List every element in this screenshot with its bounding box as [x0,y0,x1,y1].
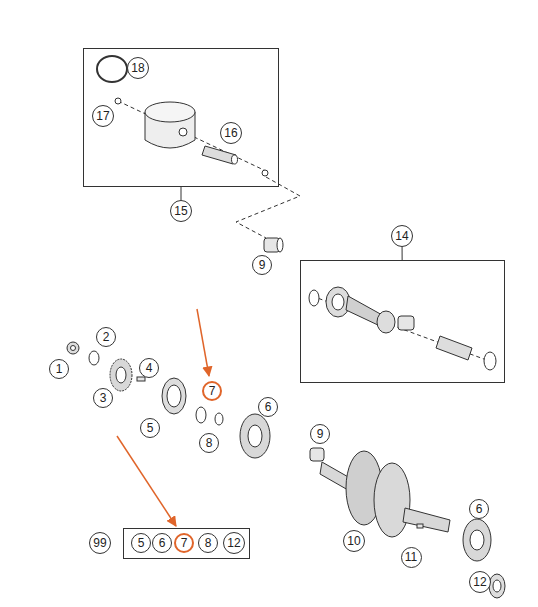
callout-number: 6 [152,533,172,553]
callout-number: 6 [469,499,489,519]
needle-cage [398,316,414,330]
callout-label: 6 [265,401,272,413]
callout-number: 7 [202,381,222,401]
nut-bore [71,346,76,351]
callout-label: 14 [395,230,408,242]
pin-end [232,155,238,164]
callout-label: 9 [259,259,266,271]
pin-bore [179,128,187,136]
callout-label: 7 [181,537,188,549]
crank-stub [320,462,350,490]
callout-number: 3 [93,388,113,408]
group-box: 18 17 16 [83,48,279,187]
leader-line [402,247,403,260]
washer [215,413,223,425]
piston-group [97,56,268,176]
callout-number: 9 [310,424,330,444]
callout-label: 15 [174,205,187,217]
callout-number: 5 [140,418,160,438]
thrust-washer [484,352,496,370]
shaft-seal [162,378,186,414]
group-box: 5 6 7 8 12 [123,528,250,559]
callout-number: 10 [343,530,365,552]
callout-number: 16 [220,122,242,144]
main-bearing [240,414,270,458]
callout-label: 8 [205,537,212,549]
washer [196,407,206,423]
callout-label: 6 [476,503,483,515]
callout-label: 11 [405,551,417,563]
callout-label: 1 [56,363,63,375]
callout-number: 6 [258,397,278,417]
callout-number: 2 [96,327,116,347]
callout-label: 10 [347,535,360,547]
gear [110,359,132,391]
nut [67,342,79,354]
piston-crown [145,102,195,122]
washer [89,351,99,365]
circlip [262,170,268,176]
crank-group [67,342,505,598]
callout-label: 2 [103,331,110,343]
callout-number: 17 [92,105,114,127]
callout-label: 8 [206,437,213,449]
callout-number: 9 [252,255,272,275]
callout-number: 18 [127,57,149,79]
piston-pin [202,146,236,164]
key [137,377,145,381]
highlight-arrow [117,436,176,526]
needle-bearing [264,238,283,252]
callout-label: 3 [100,392,107,404]
callout-number: 1 [49,359,69,379]
callout-label: 99 [93,537,106,549]
callout-number: 12 [469,571,491,593]
big-end [326,287,350,317]
callout-label: 12 [227,537,240,549]
seal-bore [493,580,501,592]
key [417,524,423,528]
callout-label: 17 [96,110,109,122]
callout-number: 8 [199,433,219,453]
callout-number: 14 [391,225,413,247]
leader-line [181,187,182,200]
callout-label: 9 [317,428,324,440]
needle-bearing [310,448,324,461]
crank-shaft [403,508,450,532]
bearing-bore [470,530,484,550]
thrust-washer [309,290,319,306]
main-bearing [463,519,491,561]
callout-label: 6 [159,537,166,549]
circlip [115,98,121,104]
callout-number: 7 [174,533,194,553]
callout-label: 7 [209,385,216,397]
gear-bore [116,367,126,383]
callout-label: 5 [138,537,145,549]
conrod-group [309,287,496,370]
group-box [300,260,505,383]
callout-number: 15 [170,200,192,222]
callout-number: 8 [198,533,218,553]
callout-label: 12 [473,576,486,588]
bearing-bore [248,425,262,447]
axis-line [118,101,268,172]
small-end [377,311,395,333]
highlight-arrow [197,309,209,376]
callout-number: 5 [131,533,151,553]
piston-ring [97,56,127,82]
callout-number: 12 [223,532,245,554]
big-end-bore [332,294,344,310]
callout-label: 4 [146,362,153,374]
callout-number: 11 [401,547,422,568]
callout-number: 4 [139,358,159,378]
callout-label: 5 [147,422,154,434]
callout-label: 18 [131,62,144,74]
callout-label: 16 [224,127,237,139]
flywheel-right [374,463,410,537]
callout-number: 99 [89,532,111,554]
seal-bore [167,385,181,407]
crank-pin [436,336,472,360]
shaft-seal [489,574,505,598]
